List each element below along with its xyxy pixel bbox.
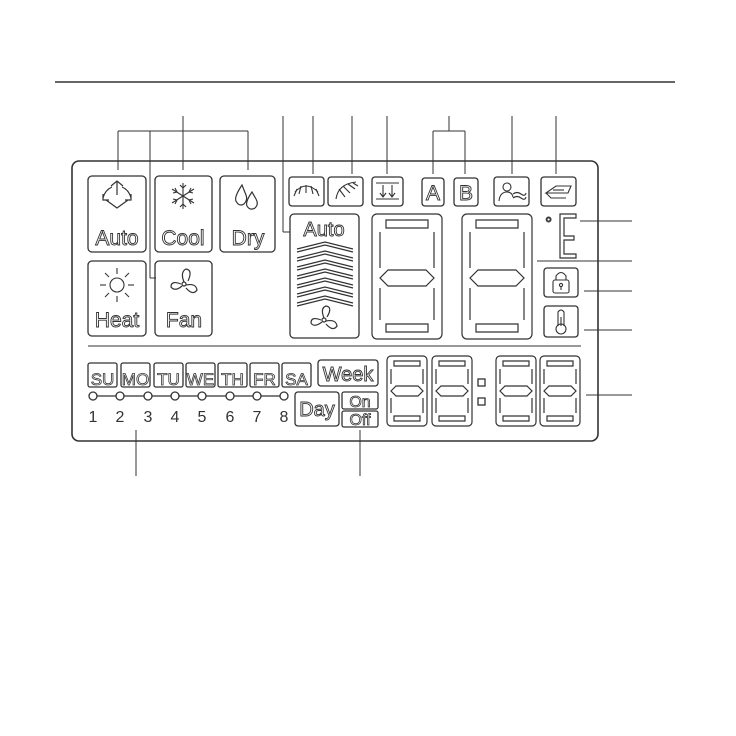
mode-heat-label: Heat bbox=[95, 309, 140, 332]
program-number-1: 1 bbox=[89, 409, 98, 426]
auto-mode-icon bbox=[103, 181, 131, 208]
zone-b-box: B bbox=[454, 178, 478, 206]
program-dot-4 bbox=[171, 392, 179, 400]
fan-icon bbox=[171, 269, 197, 293]
callout-lines-bottom bbox=[136, 430, 360, 476]
lock-icon bbox=[553, 273, 569, 294]
program-dot-8 bbox=[280, 392, 288, 400]
zone-a-label: A bbox=[426, 182, 440, 205]
off-label: Off bbox=[349, 412, 371, 429]
program-number-8: 8 bbox=[280, 409, 289, 426]
day-label-su: SU bbox=[91, 370, 115, 389]
swing-box bbox=[289, 177, 324, 206]
mode-cool-label: Cool bbox=[161, 227, 204, 250]
day-label-fr: FR bbox=[253, 370, 276, 389]
person-icon bbox=[499, 183, 526, 201]
mode-heat: Heat bbox=[88, 261, 146, 336]
mode-auto: Auto bbox=[88, 176, 146, 252]
program-number-7: 7 bbox=[253, 409, 262, 426]
water-drops-icon bbox=[236, 185, 258, 209]
fan-speed-bars bbox=[297, 242, 353, 306]
clock-digit-3 bbox=[496, 356, 536, 426]
day-tu: TU bbox=[154, 363, 183, 389]
program-dot-7 bbox=[253, 392, 261, 400]
thermometer-box bbox=[544, 306, 578, 337]
day-sa: SA bbox=[282, 363, 311, 389]
program-dot-1 bbox=[89, 392, 97, 400]
airflow-box bbox=[541, 177, 576, 206]
mode-auto-label: Auto bbox=[95, 227, 138, 250]
swing-icon bbox=[294, 185, 319, 196]
on-label: On bbox=[349, 394, 370, 411]
day-fr: FR bbox=[250, 363, 279, 389]
clock-digits bbox=[387, 356, 580, 426]
day-we: WE bbox=[186, 363, 215, 389]
off-box: Off bbox=[342, 411, 378, 429]
mode-fan-label: Fan bbox=[166, 309, 202, 332]
clock-colon-top bbox=[478, 379, 485, 386]
airflow-icon bbox=[546, 186, 571, 198]
program-numbers: 1 2 3 4 5 6 7 8 bbox=[89, 409, 289, 426]
day-label-mo: MO bbox=[122, 370, 149, 389]
mode-dry: Dry bbox=[220, 176, 275, 252]
day-label-th: TH bbox=[221, 370, 244, 389]
zone-a-box: A bbox=[422, 178, 444, 206]
temp-unit-letter bbox=[560, 214, 576, 258]
clock-digit-1 bbox=[387, 356, 427, 426]
temp-digit-2 bbox=[462, 214, 532, 339]
swing-alt-box bbox=[328, 177, 363, 206]
clock-colon-bottom bbox=[478, 398, 485, 405]
mode-dry-label: Dry bbox=[232, 227, 265, 250]
program-number-4: 4 bbox=[171, 409, 180, 426]
program-number-3: 3 bbox=[144, 409, 153, 426]
day-label-tu: TU bbox=[157, 370, 180, 389]
day-label-sa: SA bbox=[285, 370, 308, 389]
week-label: Week bbox=[323, 364, 375, 386]
program-number-2: 2 bbox=[116, 409, 125, 426]
day-su: SU bbox=[88, 363, 117, 389]
day-th: TH bbox=[218, 363, 247, 389]
callout-lines-right bbox=[537, 221, 632, 395]
program-dot-5 bbox=[198, 392, 206, 400]
fan-speed-fan-icon bbox=[311, 306, 337, 329]
fan-auto-label: Auto bbox=[303, 219, 344, 241]
temp-digit-1 bbox=[372, 214, 442, 339]
clock-digit-4 bbox=[540, 356, 580, 426]
filter-icon bbox=[376, 183, 399, 199]
day-mo: MO bbox=[121, 363, 150, 389]
filter-box bbox=[372, 177, 403, 206]
week-box: Week bbox=[318, 360, 378, 386]
day-of-week-row: SU MO TU WE TH FR SA bbox=[88, 363, 311, 389]
zone-b-label: B bbox=[459, 182, 473, 205]
sun-icon bbox=[100, 268, 134, 302]
program-dot-3 bbox=[144, 392, 152, 400]
fan-speed-panel: Auto bbox=[290, 214, 359, 338]
mode-cool: Cool bbox=[155, 176, 212, 252]
thermometer-icon bbox=[556, 310, 566, 334]
day-box: Day bbox=[295, 392, 339, 426]
snowflake-icon bbox=[172, 183, 194, 209]
temp-degree: ° bbox=[545, 214, 552, 234]
day-label-we: WE bbox=[187, 370, 214, 389]
swing-alt-icon bbox=[336, 182, 358, 199]
program-dot-6 bbox=[226, 392, 234, 400]
day-label: Day bbox=[299, 399, 335, 421]
program-number-5: 5 bbox=[198, 409, 207, 426]
lock-box bbox=[544, 268, 578, 297]
on-box: On bbox=[342, 392, 378, 411]
program-number-6: 6 bbox=[226, 409, 235, 426]
program-dot-2 bbox=[116, 392, 124, 400]
person-box bbox=[494, 177, 529, 206]
mode-fan: Fan bbox=[155, 261, 212, 336]
clock-digit-2 bbox=[432, 356, 472, 426]
